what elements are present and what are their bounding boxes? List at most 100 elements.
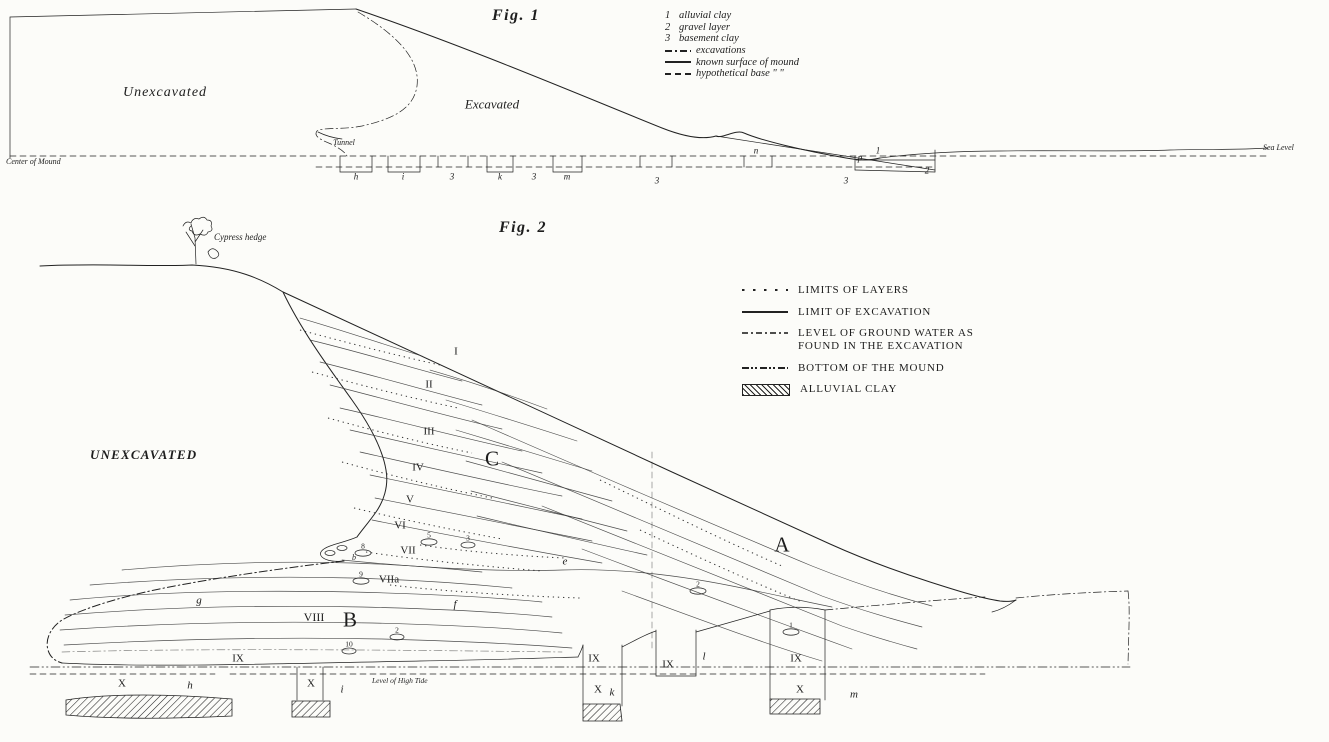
dashdot-line-swatch <box>742 332 788 335</box>
fig2-section-a: A <box>774 532 790 557</box>
fig1-tunnel-label: Tunnel <box>333 138 355 147</box>
fig2-legend-item-limits-of-layers: LIMITS OF LAYERS <box>742 284 976 297</box>
dashed-line-swatch <box>665 72 691 75</box>
fig2-find-10: 10 <box>345 639 353 649</box>
legend-key: 1 <box>665 10 671 22</box>
hatch-swatch <box>742 384 790 397</box>
fig1-unexcavated-label: Unexcavated <box>122 85 208 100</box>
legend-label: excavations <box>696 45 746 57</box>
fig1-mark-3d: 3 <box>843 175 849 186</box>
fig2-ground-water-line <box>61 451 653 653</box>
fig2-ground-and-tree <box>39 216 284 293</box>
fig2-alluvial-clay-hatch <box>65 694 821 722</box>
fig1-title: Fig. 1 <box>491 7 541 24</box>
fig2-legend-item-bottom-of-mound: BOTTOM OF THE MOUND <box>742 362 976 375</box>
fig2-find-9: 9 <box>359 569 363 579</box>
fig2-point-m: m <box>850 688 858 701</box>
legend-key: 3 <box>665 33 671 45</box>
fig2-layer-vii: VII <box>400 544 416 557</box>
fig2-point-g: g <box>196 594 202 607</box>
fig2-find-5: 5 <box>427 530 431 540</box>
fig2-layer-vi: VI <box>394 519 406 532</box>
fig1-sea-level-label: Sea Level <box>1263 143 1294 152</box>
legend-label: known surface of mound <box>696 56 799 68</box>
fig2-layer-viia: VIIa <box>378 573 400 586</box>
legend-key: 2 <box>665 21 671 33</box>
fig2-cypress-hedge-label: Cypress hedge <box>214 232 267 242</box>
fig2-point-b: b <box>352 553 356 562</box>
dashdot-line-swatch <box>665 49 691 52</box>
fig1-excavated-label: Excavated <box>464 96 520 112</box>
dotted-line-swatch <box>742 289 788 291</box>
fig2-limits-of-layers-dots <box>299 329 803 603</box>
fig1-excavation-boundary <box>315 11 418 157</box>
fig1-center-of-mound-label: Center of Mound <box>6 157 61 166</box>
fig2-find-8: 8 <box>361 541 365 551</box>
fig2-layer-i: I <box>454 345 458 358</box>
legend-label: alluvial clay <box>679 10 732 22</box>
fig2-legend-item-ground-water: LEVEL OF GROUND WATER AS FOUND IN THE EX… <box>742 327 976 352</box>
fig2-unexcavated-label: UNEXCAVATED <box>90 447 198 462</box>
fig1-basement-clay-lines <box>715 135 936 173</box>
fig1-legend-item-gravel-layer: 2 gravel layer <box>665 22 799 34</box>
fig2-layer-x: X <box>118 677 126 690</box>
fig1-legend-item-basement-clay: 3 basement clay <box>665 33 799 45</box>
fig1-legend-item-excavations: excavations <box>665 45 799 57</box>
fig2-layer-iv: IV <box>412 461 424 474</box>
fig2-find-2a: 2 <box>696 579 700 589</box>
fig2-section-b: B <box>342 607 358 632</box>
fig2-limit-of-excavation <box>46 291 1130 666</box>
fig2-layer-ix-pit-k: IX <box>588 652 600 665</box>
fig2-legend-item-alluvial-clay: ALLUVIAL CLAY <box>742 383 976 397</box>
fig1-mark-n: n <box>753 145 759 156</box>
fig2-layer-iii: III <box>423 425 435 438</box>
solid-line-swatch <box>742 310 788 313</box>
fig1-legend-item-known-surface: known surface of mound <box>665 56 799 68</box>
fig2-layer-ix-pit-m: IX <box>790 652 802 665</box>
fig2-point-f: f <box>453 598 457 611</box>
legend-label: gravel layer <box>679 21 731 33</box>
legend-label: LEVEL OF GROUND WATER AS FOUND IN THE EX… <box>798 327 974 352</box>
fig1-mark-h: h <box>353 171 359 182</box>
fig2-excavation-pits <box>296 596 986 707</box>
fig2-legend: LIMITS OF LAYERS LIMIT OF EXCAVATION LEV… <box>742 284 976 405</box>
fig1-legend: 1 alluvial clay 2 gravel layer 3 basement c… <box>665 10 799 80</box>
fig2-layer-x-pit-m: X <box>796 683 804 696</box>
fig2-find-3: 3 <box>466 533 470 543</box>
fig2-layer-x-pit-k: X <box>594 683 602 696</box>
legend-label: basement clay <box>679 33 739 45</box>
fig2-high-tide-label: Level of High Tide <box>372 676 428 685</box>
fig2-layer-ix-pit-l: IX <box>662 658 674 671</box>
fig2-layer-ix: IX <box>232 652 244 665</box>
fig2-layer-ii: II <box>425 378 433 391</box>
legend-label: BOTTOM OF THE MOUND <box>798 361 945 374</box>
fig1-sea-level-line <box>9 155 1269 168</box>
fig2-point-k: k <box>609 686 615 699</box>
fig2-layer-viii: VIII <box>303 610 325 624</box>
fig1-mark-m: m <box>563 171 571 182</box>
legend-label: ALLUVIAL CLAY <box>800 383 898 396</box>
dashdotdot-line-swatch <box>742 366 788 369</box>
fig2-find-ovals <box>324 538 800 655</box>
solid-line-swatch <box>665 61 691 64</box>
fig1-mark-1: 1 <box>875 145 881 156</box>
fig1-mark-2: 2 <box>924 165 930 176</box>
fig2-layer-v: V <box>406 493 414 506</box>
fig2-point-h: h <box>187 679 193 692</box>
fig2-title: Fig. 2 <box>498 219 548 236</box>
fig2-point-e: e <box>562 555 568 568</box>
fig1-mark-3b: 3 <box>531 171 537 182</box>
fig1-mark-3a: 3 <box>449 171 455 182</box>
fig2-point-l: l <box>702 650 706 663</box>
fig2-layer-contours <box>59 317 933 662</box>
legend-label: hypothetical base " " <box>696 68 784 80</box>
fig1-legend-item-hypothetical-base: hypothetical base " " <box>665 68 799 80</box>
fig1-mark-k: k <box>498 171 502 182</box>
fig1-mark-3c: 3 <box>654 175 660 186</box>
fig1-mark-i: i <box>401 171 405 182</box>
legend-label: LIMIT OF EXCAVATION <box>798 305 932 318</box>
fig2-find-1: 1 <box>789 620 793 630</box>
fig1-legend-item-alluvial-clay: 1 alluvial clay <box>665 10 799 22</box>
